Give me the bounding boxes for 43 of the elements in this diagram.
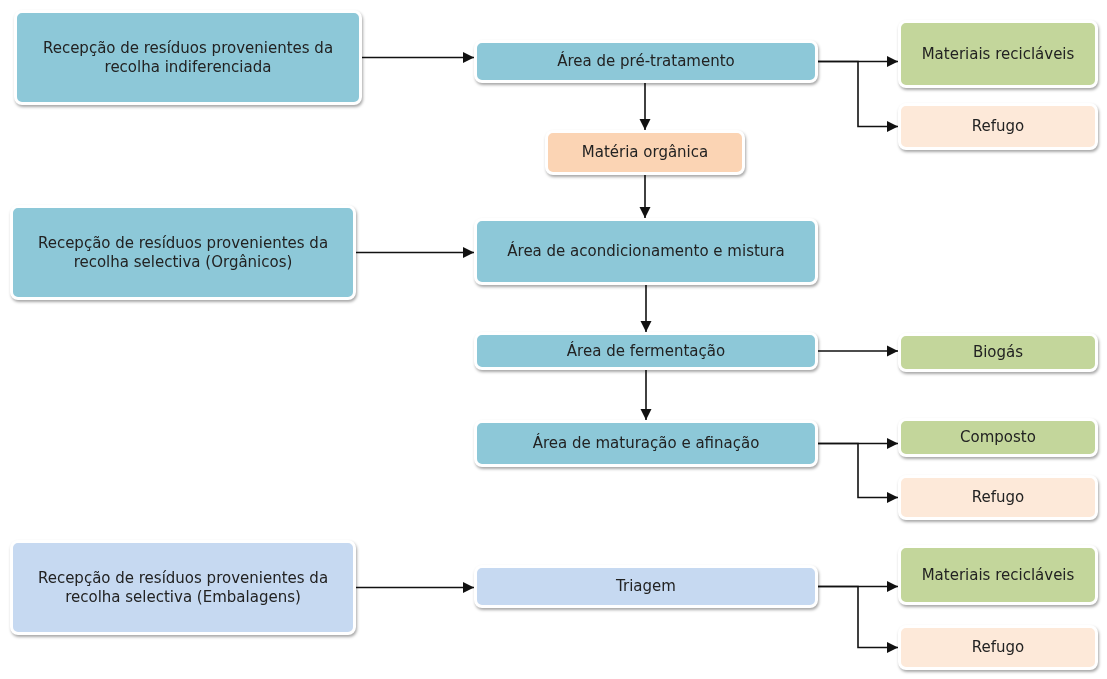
output-box — [545, 130, 745, 175]
box-label: Materiais recicláveis — [921, 44, 1075, 64]
box-label: Refugo — [971, 488, 1025, 507]
arrow — [355, 246, 475, 259]
box-label: Matéria orgânica — [581, 143, 709, 162]
box-label: Recepção de resíduos provenientes da recolha selectiva (Orgânicos) — [36, 233, 330, 272]
output-box — [898, 545, 1098, 605]
output-box — [898, 475, 1098, 520]
box-label: Biogás — [972, 343, 1024, 362]
process-box — [474, 40, 818, 83]
process-box — [474, 420, 818, 467]
box-label: Composto — [960, 428, 1036, 447]
output-box — [898, 103, 1098, 150]
box-label: Materiais recicláveis — [921, 565, 1075, 585]
arrow — [817, 585, 899, 654]
process-box — [14, 10, 362, 105]
process-box — [474, 218, 818, 285]
process-box — [10, 205, 356, 300]
box-label: Recepção de resíduos provenientes da recolha selectiva (Embalagens) — [36, 568, 330, 607]
arrow — [817, 442, 899, 504]
process-box — [474, 332, 818, 370]
output-box — [898, 20, 1098, 88]
box-label: Área de acondicionamento e mistura — [507, 242, 785, 261]
arrow — [817, 345, 899, 357]
box-label: Área de fermentação — [566, 341, 726, 361]
box-label: Área de maturação e afinação — [532, 434, 760, 453]
arrow — [355, 581, 475, 594]
arrow — [817, 60, 899, 133]
arrow — [639, 82, 651, 131]
arrow — [640, 369, 652, 421]
process-box — [474, 565, 818, 608]
box-label: Área de pré-tratamento — [557, 52, 735, 71]
arrow — [639, 174, 651, 219]
box-label: Refugo — [971, 117, 1025, 136]
box-label: Recepção de resíduos provenientes da recolha indiferenciada — [41, 38, 335, 77]
output-box — [898, 333, 1098, 372]
box-label: Triagem — [616, 577, 676, 596]
arrow — [640, 284, 652, 333]
arrow — [361, 51, 475, 64]
box-label: Refugo — [971, 638, 1025, 657]
output-box — [898, 418, 1098, 457]
process-box — [10, 540, 356, 635]
output-box — [898, 625, 1098, 670]
